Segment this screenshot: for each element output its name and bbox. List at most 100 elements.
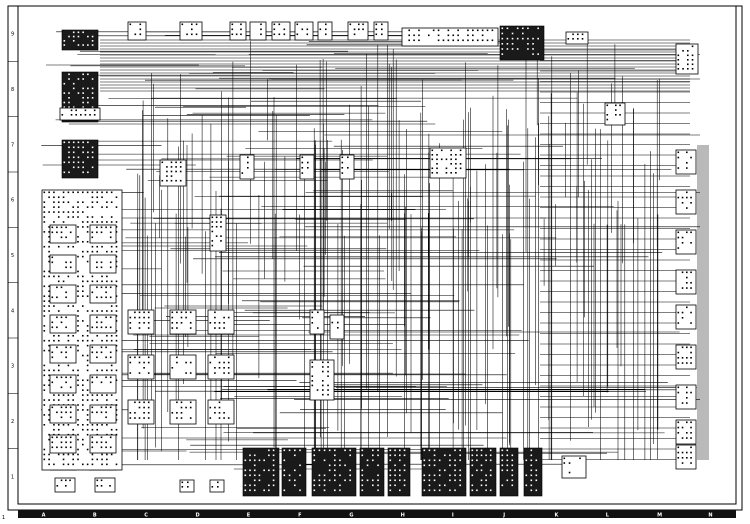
connector-pin xyxy=(65,356,67,359)
connector-pin xyxy=(53,191,55,194)
connector-pin xyxy=(189,372,192,374)
connector-pin xyxy=(110,250,113,253)
connector-pin xyxy=(339,459,341,462)
connector-pin xyxy=(43,399,46,401)
connector-pin xyxy=(106,339,108,342)
connector-pin xyxy=(86,310,89,312)
right-connector xyxy=(675,43,699,75)
connector-pin xyxy=(96,316,98,319)
connector-pin xyxy=(455,172,457,174)
connector-pin xyxy=(691,54,694,57)
connector-pin xyxy=(433,449,436,452)
connector-pin xyxy=(96,221,99,223)
connector-pin xyxy=(82,290,84,293)
connector-pin xyxy=(283,28,286,31)
connector-pin xyxy=(323,459,326,462)
connector-pin xyxy=(82,389,84,391)
connector-pin xyxy=(69,406,72,409)
connector-pin xyxy=(72,458,74,461)
connector-pin xyxy=(91,453,94,456)
right-connector-body xyxy=(675,189,697,215)
relay-module xyxy=(127,354,155,380)
connector-pin xyxy=(328,469,331,472)
connector-pin xyxy=(129,412,132,414)
connector-pin xyxy=(567,38,570,40)
connector-pin xyxy=(72,211,74,213)
connector-pin xyxy=(501,53,504,55)
bottom-terminal-block xyxy=(421,447,467,497)
left-module-body xyxy=(49,314,77,334)
connector-pin xyxy=(361,449,364,452)
connector-pin xyxy=(449,474,451,477)
connector-pin xyxy=(185,361,187,364)
connector-pin xyxy=(147,372,150,374)
connector-pin xyxy=(43,221,46,223)
connector-pin xyxy=(537,27,539,30)
connector-pin xyxy=(96,458,99,461)
connector-pin xyxy=(686,287,688,289)
connector-pin xyxy=(143,406,145,409)
connector-pin xyxy=(86,448,89,451)
connector-pin xyxy=(486,39,489,42)
relay-module-body xyxy=(169,309,197,335)
connector-pin xyxy=(106,250,108,253)
connector-pin xyxy=(428,459,431,462)
connector-pin xyxy=(268,469,270,472)
connector-pin xyxy=(96,376,98,379)
connector-pin xyxy=(110,245,113,248)
connector-pin xyxy=(220,221,222,223)
connector-pin xyxy=(253,479,256,482)
connector-pin xyxy=(450,149,452,152)
connector-pin xyxy=(389,459,392,462)
connector-pin xyxy=(53,196,55,199)
connector-pin xyxy=(77,419,79,421)
connector-pin xyxy=(48,310,50,312)
connector-pin xyxy=(349,474,351,477)
relay-module xyxy=(159,159,187,187)
connector-pin xyxy=(440,149,443,152)
top-connector xyxy=(249,21,267,41)
connector-pin xyxy=(272,479,275,482)
connector-pin xyxy=(48,290,50,293)
connector-pin xyxy=(143,311,145,314)
top-terminal-strip-body xyxy=(401,27,499,47)
connector-pin xyxy=(322,361,324,364)
connector-pin xyxy=(307,161,309,164)
connector-pin xyxy=(358,28,360,31)
connector-pin xyxy=(214,356,216,359)
component-layer xyxy=(41,21,699,497)
connector-pin xyxy=(341,161,344,164)
connector-pin xyxy=(77,295,79,297)
connector-pin xyxy=(91,40,94,42)
connector-pin xyxy=(96,485,99,487)
column-label: E xyxy=(247,513,251,519)
connector-pin xyxy=(525,474,528,477)
connector-pin xyxy=(572,33,574,36)
connector-pin xyxy=(110,280,113,283)
connector-pin xyxy=(180,316,183,319)
connector-pin xyxy=(240,23,242,26)
connector-pin xyxy=(339,489,341,492)
connector-pin xyxy=(423,474,426,477)
connector-pin xyxy=(489,474,492,477)
connector-pin xyxy=(260,33,262,36)
connector-pin xyxy=(472,34,474,37)
connector-pin xyxy=(115,433,118,436)
connector-pin xyxy=(65,261,67,264)
connector-pin xyxy=(535,489,538,492)
connector-pin xyxy=(436,158,438,161)
connector-pin xyxy=(491,29,494,32)
connector-pin xyxy=(263,459,265,462)
connector-pin xyxy=(322,393,324,396)
connector-pin xyxy=(686,151,688,154)
connector-pin xyxy=(423,449,426,452)
connector-pin xyxy=(334,454,336,457)
connector-pin xyxy=(480,449,483,452)
connector-pin xyxy=(171,322,174,324)
connector-pin xyxy=(501,454,504,457)
connector-pin xyxy=(218,417,221,419)
connector-pin xyxy=(48,275,50,278)
connector-pin xyxy=(681,362,684,364)
connector-pin xyxy=(690,421,692,424)
connector-pin xyxy=(249,484,251,487)
